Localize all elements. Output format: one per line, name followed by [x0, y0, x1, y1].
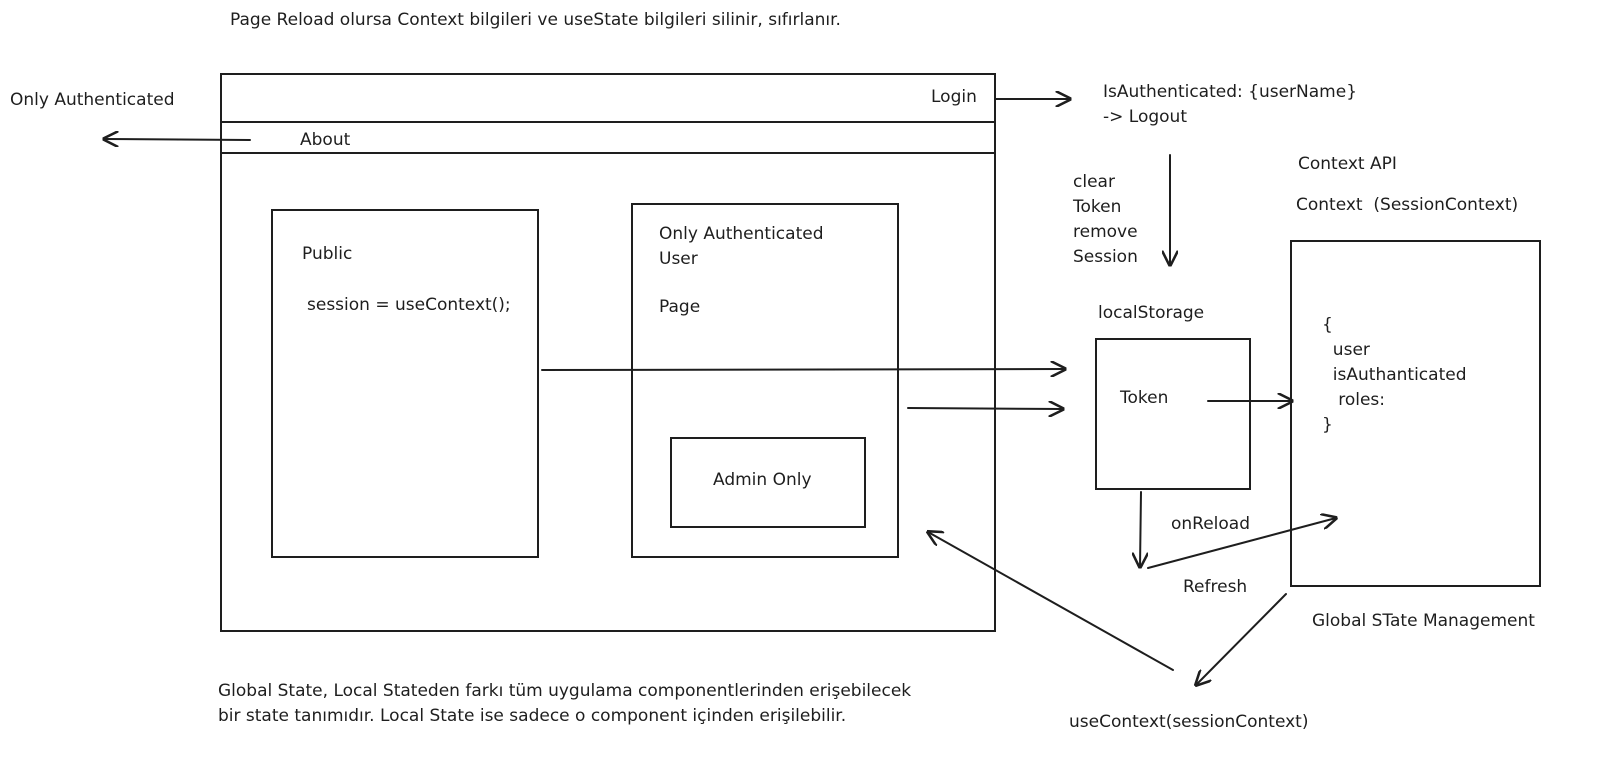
login-link[interactable]: Login	[931, 87, 977, 107]
auth-box	[631, 203, 899, 558]
on-reload-label: onReload	[1171, 514, 1251, 534]
context-box	[1290, 240, 1541, 587]
auth-page-label: Page	[659, 297, 701, 317]
storage-down-arrow	[1140, 491, 1141, 567]
refresh-label: Refresh	[1183, 577, 1248, 597]
admin-only-label: Admin Only	[713, 470, 812, 490]
reload-note: Page Reload olursa Context bilgileri ve …	[230, 10, 841, 30]
public-title: Public	[302, 244, 353, 264]
local-storage-box	[1095, 338, 1251, 490]
clear-token-note: clear Token remove Session	[1073, 172, 1138, 267]
public-to-storage-arrow	[541, 369, 1065, 370]
about-divider	[220, 152, 996, 154]
logout-label: -> Logout	[1103, 107, 1187, 127]
session-context-label: Context (SessionContext)	[1296, 195, 1519, 215]
context-api-label: Context API	[1298, 154, 1397, 174]
admin-only-box	[670, 437, 866, 528]
public-box	[271, 209, 539, 558]
about-left-arrow	[104, 139, 251, 140]
global-state-management-label: Global STate Management	[1312, 611, 1535, 631]
use-context-call-label: useContext(sessionContext)	[1069, 712, 1309, 732]
about-link[interactable]: About	[300, 130, 351, 150]
token-label: Token	[1120, 388, 1169, 408]
context-content: { user isAuthanticated roles: }	[1322, 315, 1467, 435]
use-context-code: session = useContext();	[307, 295, 511, 315]
context-to-usecontext-arrow	[1196, 593, 1287, 685]
navbar-divider	[220, 121, 996, 123]
local-storage-label: localStorage	[1098, 303, 1205, 323]
is-authenticated-label: IsAuthenticated: {userName}	[1103, 82, 1358, 102]
usecontext-to-auth-arrow	[928, 532, 1174, 671]
auth-box-title: Only Authenticated User	[659, 224, 824, 269]
auth-to-storage-arrow	[907, 408, 1063, 409]
app-frame	[220, 73, 996, 632]
global-state-note: Global State, Local Stateden farkı tüm u…	[218, 681, 912, 726]
refresh-arrow	[1147, 518, 1336, 569]
only-authenticated-label: Only Authenticated	[10, 90, 175, 110]
